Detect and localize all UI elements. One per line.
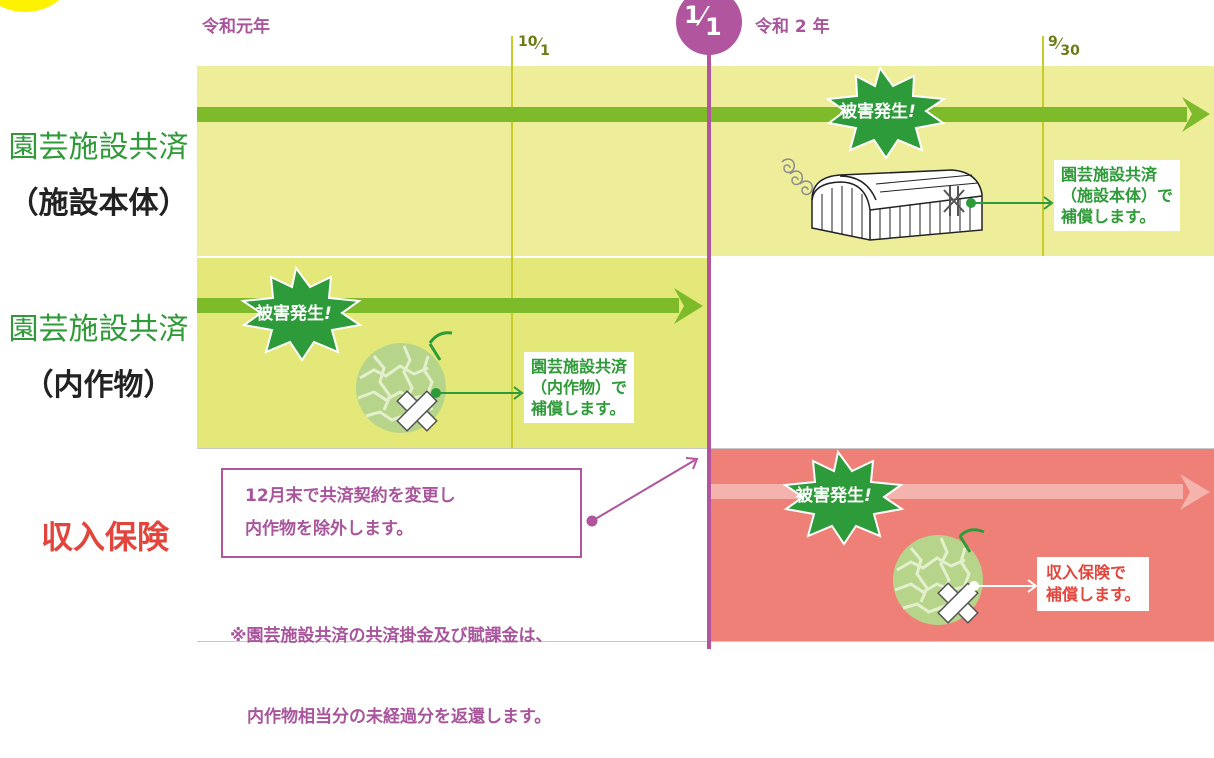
note-connector xyxy=(586,457,699,527)
damage-x-icon xyxy=(937,582,979,624)
damage-burst-income: 被害発生! xyxy=(782,449,905,546)
refund-footnote: ※園芸施設共済の共済掛金及び賦課金は、 内作物相当分の未経過分を返還します。 xyxy=(230,626,553,727)
income-arrow xyxy=(709,474,1210,510)
separator-line xyxy=(197,448,1214,449)
damage-x-icon xyxy=(396,390,438,432)
row-label-crops: 園芸施設共済 （内作物） xyxy=(8,312,189,403)
damage-x-icon xyxy=(943,186,965,216)
crops-compensation-caption: 園芸施設共済 （内作物）で 補償します。 xyxy=(524,352,635,423)
year-divider-line xyxy=(707,36,711,649)
month-line-oct xyxy=(511,36,513,448)
separator-line xyxy=(197,641,1214,642)
svg-text:被害発生!: 被害発生! xyxy=(256,303,332,324)
svg-text:被害発生!: 被害発生! xyxy=(796,485,872,506)
new-year-marker xyxy=(676,0,742,55)
year2-label: 令和 2 年 xyxy=(755,17,830,37)
greenhouse-icon xyxy=(811,169,983,241)
row-label-facility: 園芸施設共済 （施設本体） xyxy=(8,130,189,221)
svg-text:被害発生!: 被害発生! xyxy=(840,101,916,122)
month-line-sep xyxy=(1042,36,1044,256)
tick-sep: 9⁄30 xyxy=(1048,34,1080,59)
facility-arrow xyxy=(197,97,1210,132)
tick-oct: 10⁄1 xyxy=(518,34,550,59)
facility-compensation-caption: 園芸施設共済 （施設本体）で 補償します。 xyxy=(1054,160,1181,231)
damage-burst-facility: 被害発生! xyxy=(825,65,947,160)
tick-jan: 1⁄1 xyxy=(684,1,722,41)
contract-change-note: 12月末で共済契約を変更し 内作物を除外します。 xyxy=(221,468,582,558)
wind-swirl-icon xyxy=(781,158,814,196)
diagram-graphics: 被害発生! xyxy=(197,0,1210,649)
damage-burst-crops: 被害発生! xyxy=(240,265,363,362)
damage-label: 被害発生 xyxy=(840,101,908,122)
income-compensation-caption: 収入保険で 補償します。 xyxy=(1037,557,1150,611)
year1-label: 令和元年 xyxy=(202,17,270,37)
facility-connector xyxy=(966,196,1054,210)
row-label-income: 収入保険 xyxy=(40,518,169,556)
income-connector xyxy=(969,579,1038,593)
crops-connector xyxy=(431,386,524,400)
facility-band xyxy=(197,66,1214,256)
